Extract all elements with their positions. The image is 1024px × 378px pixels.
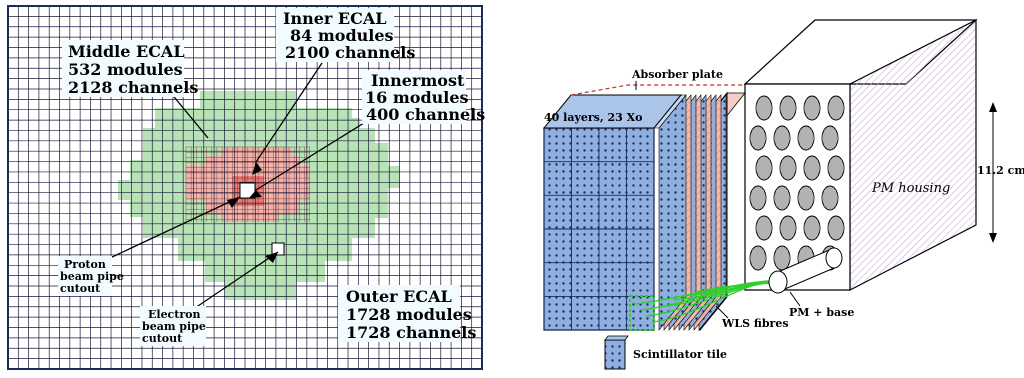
pm-hole-hatch	[775, 246, 789, 270]
innermost-title: Innermost	[371, 71, 465, 90]
proton-label-line2: beam pipe	[60, 270, 124, 283]
pm-hole-hatch	[823, 126, 837, 150]
wls-leader	[715, 305, 729, 319]
pm-hole-hatch	[775, 126, 789, 150]
middle-ecal-label: Middle ECAL 532 modules 2128 channels	[62, 40, 198, 97]
layer-texture	[659, 95, 686, 330]
middle-ecal-title: Middle ECAL	[68, 42, 185, 61]
scintillator-tile-label: Scintillator tile	[633, 348, 727, 361]
proton-beam-pipe-cutout	[239, 182, 256, 199]
pm-hole-hatch	[781, 156, 795, 180]
inner-ecal-modules: 84 modules	[290, 26, 394, 45]
leader-lines	[109, 62, 373, 309]
pm-hole-hatch	[757, 96, 771, 120]
pm-hole-hatch	[781, 216, 795, 240]
inner-ecal-title: Inner ECAL	[283, 9, 387, 28]
height-dimension: 11.2 cm	[977, 102, 1024, 243]
leader-arrowheads	[227, 162, 278, 263]
pm-hole-hatch	[805, 96, 819, 120]
pm-hole-hatch	[799, 186, 813, 210]
inner-ecal-label: Inner ECAL 84 modules 2100 channels	[276, 8, 415, 62]
photomultiplier	[768, 247, 843, 294]
pm-hole-hatch	[781, 96, 795, 120]
proton-label-line3: cutout	[60, 282, 101, 295]
outer-ecal-modules: 1728 modules	[346, 305, 472, 324]
electron-cutout-label: Electron beam pipe cutout	[140, 306, 206, 346]
module-3d-panel: PM housing 11.2 cm	[542, 19, 1024, 370]
pm-hole-hatch	[751, 126, 765, 150]
middle-ecal-modules: 532 modules	[68, 60, 183, 79]
pm-housing: PM housing	[743, 19, 978, 291]
layers-label: 40 layers, 23 Xo	[544, 111, 643, 124]
absorber-plate-label: Absorber plate	[631, 68, 723, 81]
ecal-frame	[7, 5, 483, 370]
middle-ecal-channels: 2128 channels	[68, 78, 198, 97]
housing-label: PM housing	[871, 181, 950, 196]
outer-ecal-label: Outer ECAL 1728 modules 1728 channels	[338, 285, 476, 342]
pm-hole-hatch	[757, 156, 771, 180]
pm-hole-array	[749, 95, 845, 271]
stack-slices	[653, 94, 727, 331]
scintillator-tile	[604, 335, 629, 370]
pm-hole-hatch	[751, 186, 765, 210]
pm-hole-hatch	[799, 246, 813, 270]
ecal-layout-panel: Middle ECAL 532 modules 2128 channels In…	[7, 5, 485, 370]
outer-ecal-channels: 1728 channels	[346, 323, 476, 342]
wls-fibres-label: WLS fibres	[721, 317, 789, 330]
electron-label-line3: cutout	[142, 332, 183, 345]
outer-ecal-title: Outer ECAL	[346, 287, 452, 306]
pm-base-label: PM + base	[789, 306, 854, 319]
proton-label-line1: Proton	[64, 258, 106, 271]
inner-ecal-channels: 2100 channels	[285, 43, 415, 62]
pm-hole-hatch	[829, 156, 843, 180]
pm-hole-hatch	[757, 216, 771, 240]
pm-hole-hatch	[799, 126, 813, 150]
wls-fibres	[633, 280, 771, 323]
innermost-label: Innermost 16 modules 400 channels	[362, 70, 485, 124]
proton-cutout-label: Proton beam pipe cutout	[58, 256, 124, 296]
electron-beam-pipe-cutout	[271, 242, 285, 256]
innermost-modules: 16 modules	[365, 88, 469, 107]
height-label: 11.2 cm	[977, 164, 1024, 177]
pm-hole-hatch	[829, 96, 843, 120]
pm-hole-hatch	[775, 186, 789, 210]
electron-label-line1: Electron	[148, 308, 200, 321]
highlighted-tiles	[629, 295, 655, 331]
stack-top-edge	[570, 84, 745, 96]
pm-hole-hatch	[805, 216, 819, 240]
pm-hole-hatch	[751, 246, 765, 270]
pm-hole-hatch	[823, 186, 837, 210]
innermost-channels: 400 channels	[366, 105, 485, 124]
pm-base-leader	[789, 291, 801, 307]
layer-stack	[542, 84, 771, 332]
pm-hole-hatch	[829, 216, 843, 240]
electron-label-line2: beam pipe	[142, 320, 206, 333]
wls-fibre	[713, 281, 771, 289]
pm-hole-hatch	[805, 156, 819, 180]
